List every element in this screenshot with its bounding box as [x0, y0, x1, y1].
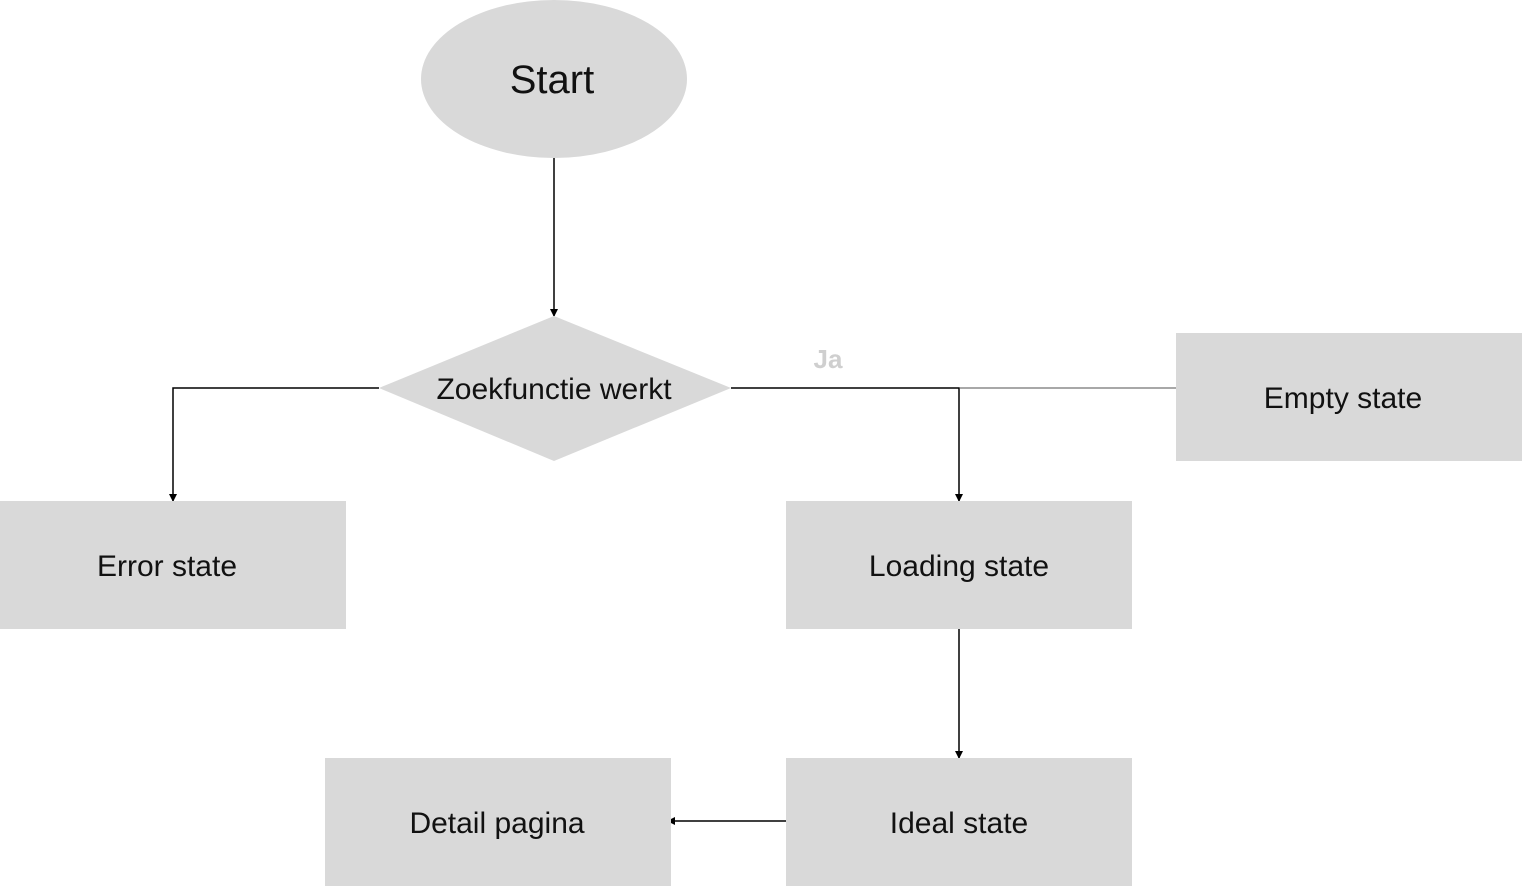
- edge-decision-to-error-state: [169, 387, 379, 502]
- node-detail-pagina[interactable]: Detail pagina: [325, 758, 671, 886]
- detail-pagina-box: [325, 758, 671, 886]
- edge-label-ja: Ja: [814, 344, 843, 374]
- edge-decision-to-loading-state: [731, 387, 963, 502]
- loading-state-box: [786, 501, 1132, 629]
- ideal-state-box: [786, 758, 1132, 886]
- node-decision-zoekfunctie-werkt[interactable]: Zoekfunctie werkt: [379, 316, 731, 461]
- node-empty-state[interactable]: Empty state: [1176, 333, 1522, 461]
- node-label-error-state: Error state: [97, 550, 237, 583]
- empty-state-box: [1176, 333, 1522, 461]
- node-label-detail-pagina: Detail pagina: [409, 807, 584, 840]
- node-label-decision: Zoekfunctie werkt: [436, 373, 672, 406]
- node-ideal-state[interactable]: Ideal state: [786, 758, 1132, 886]
- decision-diamond: [379, 316, 731, 461]
- node-label-ideal-state: Ideal state: [890, 807, 1028, 840]
- node-label-loading-state: Loading state: [869, 550, 1049, 583]
- node-label-empty-state: Empty state: [1264, 382, 1422, 415]
- edges: [169, 158, 1176, 825]
- node-error-state[interactable]: Error state: [0, 501, 346, 629]
- error-state-box: [0, 501, 346, 629]
- node-start[interactable]: Start: [421, 0, 687, 158]
- node-label-start: Start: [510, 58, 594, 102]
- start-ellipse: [421, 0, 687, 158]
- node-loading-state[interactable]: Loading state: [786, 501, 1132, 629]
